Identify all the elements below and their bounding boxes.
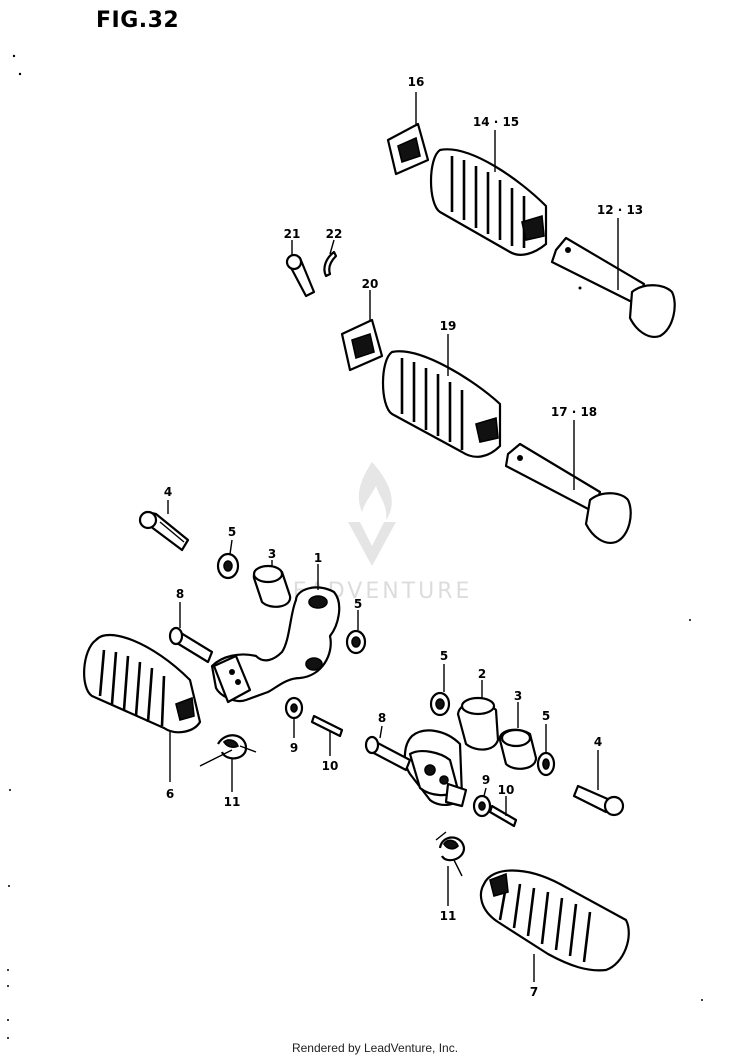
callout-10-left[interactable]: 10 [322,759,339,773]
part-12-13-footrest-shaft[interactable] [550,236,676,338]
part-5-washer-left-a[interactable] [216,552,240,580]
leader-lines [167,92,619,982]
callout-10-right[interactable]: 10 [498,783,515,797]
figure-title: FIG.32 [96,8,180,33]
watermark-flame-icon [358,462,392,520]
part-16-gasket[interactable] [386,122,430,176]
callout-21[interactable]: 21 [284,227,301,241]
footer-credit: Rendered by LeadVenture, Inc. [291,1041,459,1055]
callout-11-left[interactable]: 11 [224,795,241,809]
part-6-footrest-left[interactable] [83,633,202,734]
part-5-washer-right-a[interactable] [429,691,451,717]
callout-5-left-a[interactable]: 5 [228,525,236,539]
part-4-bolt-right[interactable] [572,784,625,817]
callout-4-right[interactable]: 4 [594,735,602,749]
callout-5-left-b[interactable]: 5 [354,597,362,611]
callout-2[interactable]: 2 [478,667,486,681]
part-9-washer-right[interactable] [472,794,492,818]
callout-8-right[interactable]: 8 [378,711,386,725]
callout-1[interactable]: 1 [314,551,322,565]
part-11-spring-left[interactable] [199,734,257,767]
callout-3-left[interactable]: 3 [268,547,276,561]
callout-17-18[interactable]: 17 · 18 [551,405,597,419]
part-8-pin-right[interactable] [364,735,412,772]
callout-7[interactable]: 7 [530,985,538,999]
callout-5-right-a[interactable]: 5 [440,649,448,663]
callout-12-13[interactable]: 12 · 13 [597,203,643,217]
part-11-spring-right[interactable] [435,831,466,877]
callout-5-right-b[interactable]: 5 [542,709,550,723]
callout-14-15[interactable]: 14 · 15 [473,115,519,129]
part-3-collar-left[interactable] [252,564,292,608]
callout-6[interactable]: 6 [166,787,174,801]
part-21-pin[interactable] [285,253,316,298]
part-2-footrest-bracket-right[interactable] [403,696,500,808]
part-8-pin-left[interactable] [168,626,214,664]
callout-labels: 16 14 · 15 12 · 13 21 22 20 19 17 · 18 4… [164,75,643,999]
callout-20[interactable]: 20 [362,277,379,291]
part-19-footrest-rubber[interactable] [382,350,502,458]
callout-11-right[interactable]: 11 [440,909,457,923]
part-10-pin-left[interactable] [310,714,344,738]
scan-specks [7,54,703,1039]
callout-9-left[interactable]: 9 [290,741,298,755]
part-9-washer-left[interactable] [284,696,304,720]
part-20-gasket[interactable] [340,318,384,372]
callout-4-left[interactable]: 4 [164,485,172,499]
part-10-pin-right[interactable] [488,804,518,828]
callout-9-right[interactable]: 9 [482,773,490,787]
watermark: LEADVENTURE [278,462,469,604]
part-5-washer-right-b[interactable] [536,751,556,777]
callout-22[interactable]: 22 [326,227,343,241]
callout-3-right[interactable]: 3 [514,689,522,703]
part-3-collar-right[interactable] [498,728,538,770]
part-22-clip[interactable] [323,250,338,278]
watermark-v-icon [348,522,396,566]
callout-16[interactable]: 16 [408,75,425,89]
part-1-footrest-bracket[interactable] [210,586,341,704]
callout-8-left[interactable]: 8 [176,587,184,601]
callout-19[interactable]: 19 [440,319,457,333]
part-14-15-footrest-rubber[interactable] [430,148,548,256]
part-7-footrest-right[interactable] [479,869,630,972]
part-5-washer-left-b[interactable] [345,629,367,655]
part-17-18-footrest-shaft[interactable] [504,442,632,544]
part-4-bolt-left[interactable] [138,510,190,552]
